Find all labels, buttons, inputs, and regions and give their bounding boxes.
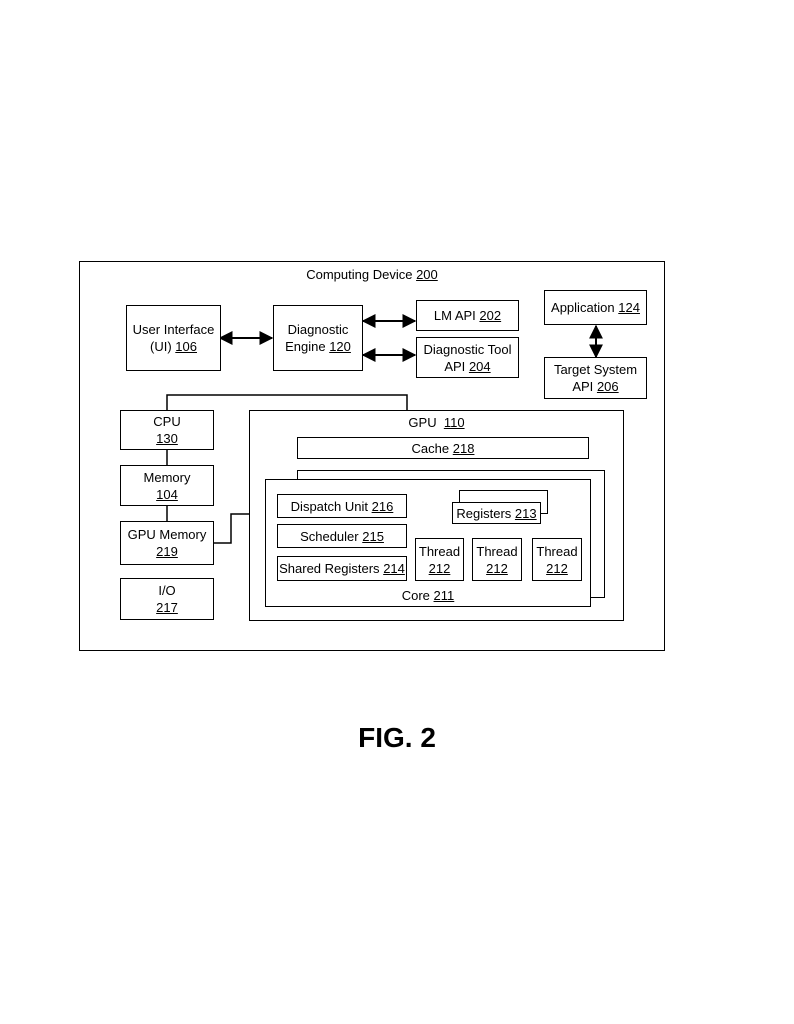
scheduler-box: Scheduler 215	[277, 524, 407, 548]
target-system-api-box: Target System API 206	[544, 357, 647, 399]
thread-box-1: Thread 212	[415, 538, 464, 581]
registers-box: Registers 213	[452, 502, 541, 524]
thread-box-3: Thread 212	[532, 538, 582, 581]
application-box: Application 124	[544, 290, 647, 325]
diagnostic-tool-api-box: Diagnostic Tool API 204	[416, 337, 519, 378]
core-label: Core 211	[401, 588, 455, 603]
io-box: I/O 217	[120, 578, 214, 620]
thread-box-2: Thread 212	[472, 538, 522, 581]
memory-box: Memory 104	[120, 465, 214, 506]
shared-registers-box: Shared Registers 214	[277, 556, 407, 581]
gpu-label: GPU 110	[408, 415, 465, 430]
user-interface-box: User Interface (UI) 106	[126, 305, 221, 371]
lm-api-box: LM API 202	[416, 300, 519, 331]
cache-box: Cache 218	[297, 437, 589, 459]
gpumemory-gpu-link	[213, 513, 249, 544]
dispatch-unit-box: Dispatch Unit 216	[277, 494, 407, 518]
diagnostic-engine-box: Diagnostic Engine 120	[273, 305, 363, 371]
figure-caption: FIG. 2	[358, 722, 436, 753]
cpu-gpu-bus	[166, 394, 408, 410]
cpu-box: CPU 130	[120, 410, 214, 450]
gpu-memory-box: GPU Memory 219	[120, 521, 214, 565]
computing-device-label: Computing Device 200	[306, 267, 438, 282]
